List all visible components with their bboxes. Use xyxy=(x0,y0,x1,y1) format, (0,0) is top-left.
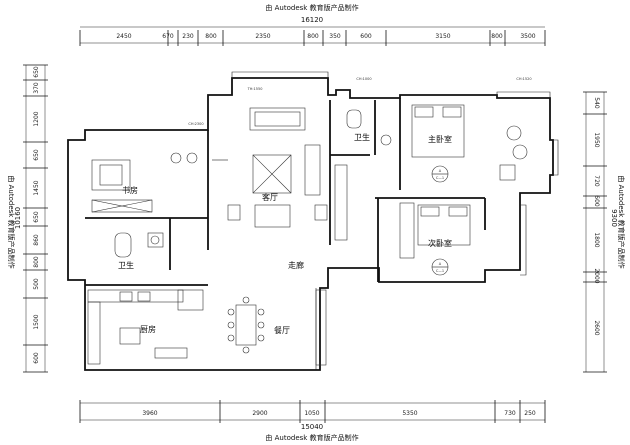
note-2: TH:1550 xyxy=(247,87,263,91)
room-label-dining: 餐厅 xyxy=(274,326,290,335)
left-dim-11: 600 xyxy=(33,352,40,364)
room-label-second: 次卧室 xyxy=(428,238,452,248)
second-elevation-marker: A C—1 xyxy=(431,258,449,276)
study-furniture xyxy=(91,152,198,213)
watermark-bottom: 由 Autodesk 教育版产品制作 xyxy=(265,433,358,442)
second-bedroom-furniture xyxy=(399,202,471,259)
bottom-dim-3: 1050 xyxy=(304,410,319,417)
right-dim-6: 2000 xyxy=(593,268,600,283)
right-dim-3: 720 xyxy=(593,175,600,187)
watermark-right: 由 Autodesk 教育版产品制作 xyxy=(617,175,626,268)
dining-furniture xyxy=(227,296,265,354)
bottom-dim-5: 730 xyxy=(504,410,516,417)
second-marker-top: A xyxy=(439,262,442,266)
bottom-total-dim: 15040 xyxy=(301,423,323,431)
master-marker-top: A xyxy=(439,169,442,173)
top-dim-1: 2450 xyxy=(116,33,131,40)
outer-walls xyxy=(67,71,559,371)
living-room-furniture xyxy=(212,107,328,228)
room-label-bath-lower: 卫生 xyxy=(118,260,134,270)
top-dim-8: 600 xyxy=(360,33,372,40)
left-dim-8: 800 xyxy=(33,256,40,268)
right-total-dim: 9300 xyxy=(610,209,618,227)
top-dim-2: 670 xyxy=(162,33,174,40)
left-dim-10: 1500 xyxy=(33,314,40,329)
right-dimension-chain: 540 1950 720 600 1800 2000 2600 9300 xyxy=(583,91,618,373)
bottom-dim-6: 250 xyxy=(524,410,536,417)
second-marker-bottom: C—1 xyxy=(436,269,444,273)
note-1: CH:2300 xyxy=(188,122,203,126)
right-dim-2: 1950 xyxy=(593,132,600,147)
left-dim-9: 500 xyxy=(33,278,40,290)
room-label-corridor: 走廊 xyxy=(288,260,304,270)
room-label-master: 主卧室 xyxy=(428,134,452,144)
room-label-study: 书房 xyxy=(122,185,138,195)
kitchen-fixtures xyxy=(87,289,204,365)
left-dim-2: 370 xyxy=(33,82,40,94)
top-dim-10: 800 xyxy=(491,33,503,40)
room-label-kitchen: 厨房 xyxy=(140,324,156,334)
left-dim-3: 1200 xyxy=(33,111,40,126)
right-dim-5: 1800 xyxy=(593,232,600,247)
note-3: CH:1000 xyxy=(356,77,371,81)
right-dim-4: 600 xyxy=(593,195,600,207)
top-dim-4: 800 xyxy=(205,33,217,40)
left-dim-5: 1450 xyxy=(33,180,40,195)
room-label-living: 客厅 xyxy=(262,192,278,202)
left-total-dim: 10160 xyxy=(14,207,22,229)
bath-upper-fixtures xyxy=(346,109,392,146)
watermark-top: 由 Autodesk 教育版产品制作 xyxy=(265,3,358,12)
top-dim-11: 3500 xyxy=(520,33,535,40)
bottom-dim-4: 5350 xyxy=(402,410,417,417)
top-dimension-chain: 16120 2450 670 230 800 2350 800 350 600 … xyxy=(79,16,546,46)
wardrobe-column xyxy=(315,164,348,366)
top-dim-7: 350 xyxy=(329,33,341,40)
top-dim-5: 2350 xyxy=(255,33,270,40)
bottom-dimension-chain: 3960 2900 1050 5350 730 250 15040 xyxy=(79,400,546,431)
top-dim-3: 230 xyxy=(182,33,194,40)
right-dim-1: 540 xyxy=(593,97,600,109)
master-bedroom-furniture xyxy=(411,104,528,181)
bath-lower-fixtures xyxy=(114,232,164,258)
left-dim-7: 860 xyxy=(33,234,40,246)
master-marker-bottom: C—1 xyxy=(436,176,444,180)
room-label-bath-upper: 卫生 xyxy=(354,132,370,142)
note-4: CH:1520 xyxy=(516,77,531,81)
top-dim-9: 3150 xyxy=(435,33,450,40)
left-dim-4: 650 xyxy=(33,149,40,161)
top-total-dim: 16120 xyxy=(301,16,323,24)
interior-walls xyxy=(85,98,486,370)
top-dim-6: 800 xyxy=(307,33,319,40)
bottom-dim-2: 2900 xyxy=(252,410,267,417)
left-dim-6: 650 xyxy=(33,211,40,223)
right-dim-7: 2600 xyxy=(593,320,600,335)
left-dimension-chain: 10160 650 370 1200 650 1450 650 860 800 … xyxy=(14,64,48,373)
watermark-left: 由 Autodesk 教育版产品制作 xyxy=(7,175,16,268)
left-dim-1: 650 xyxy=(33,66,40,78)
bottom-dim-1: 3960 xyxy=(142,410,157,417)
master-elevation-marker: A C—1 xyxy=(431,165,449,183)
